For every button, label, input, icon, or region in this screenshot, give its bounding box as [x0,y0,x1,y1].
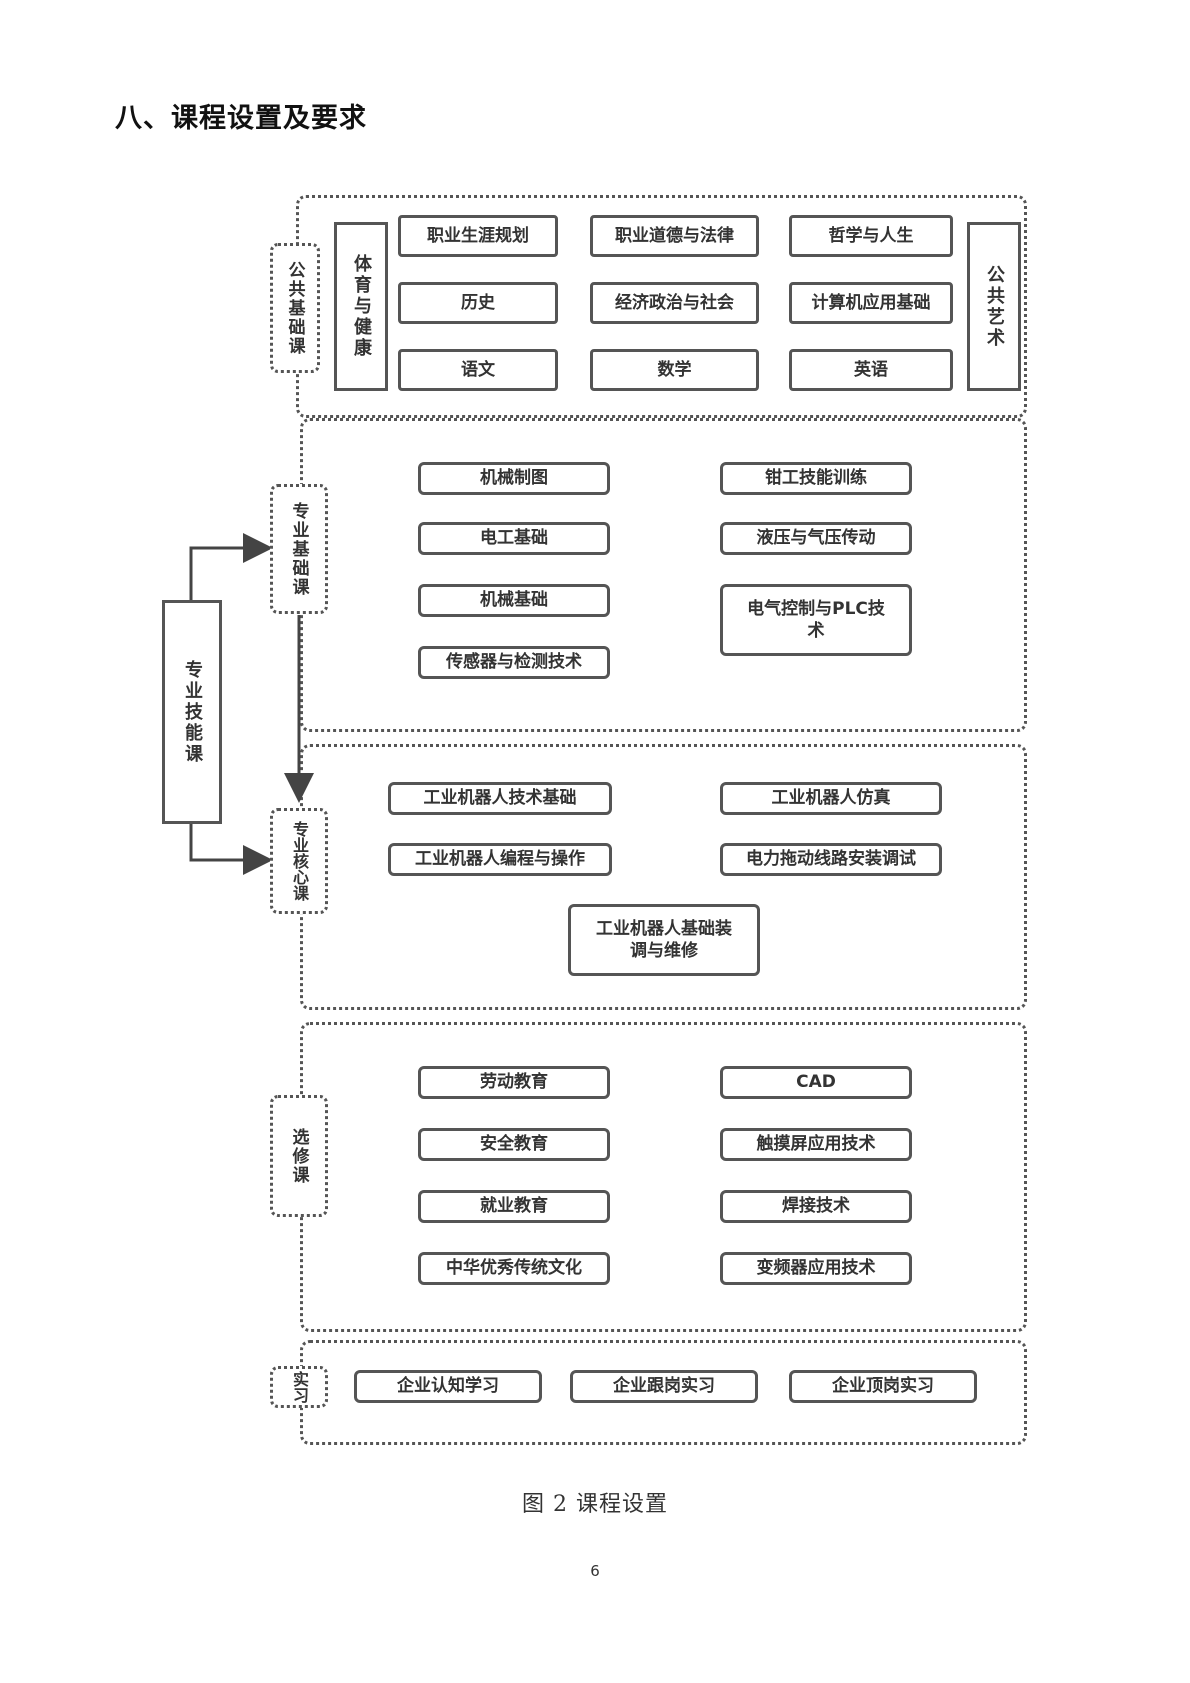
course-box: 电气控制与PLC技术 [720,584,912,656]
course-box: 企业认知学习 [354,1370,542,1403]
pe-course-box: 体育与健康 [334,222,388,391]
internship-label: 实习 [270,1366,328,1408]
course-box: 工业机器人编程与操作 [388,843,612,876]
course-box: 经济政治与社会 [590,282,759,324]
section-heading: 八、课程设置及要求 [115,103,367,134]
arrow-to-core [189,824,273,875]
art-course-box: 公共艺术 [967,222,1021,391]
course-box: 就业教育 [418,1190,610,1223]
course-box: 数学 [590,349,759,391]
course-box: 计算机应用基础 [789,282,953,324]
course-box: 液压与气压传动 [720,522,912,555]
core-course-label: 专业核心课 [270,808,328,914]
figure-caption: 图 2 课程设置 [522,1492,668,1517]
page-number: 6 [590,1562,600,1580]
course-box: 钳工技能训练 [720,462,912,495]
course-box: 中华优秀传统文化 [418,1252,610,1285]
course-box: 焊接技术 [720,1190,912,1223]
elective-course-label: 选修课 [270,1095,328,1217]
course-box: 劳动教育 [418,1066,610,1099]
arrow-to-basic [189,533,273,600]
course-box: 工业机器人基础装调与维修 [568,904,760,976]
course-box: 哲学与人生 [789,215,953,257]
course-box: 机械制图 [418,462,610,495]
course-box: 企业顶岗实习 [789,1370,977,1403]
course-box: 语文 [398,349,558,391]
course-box: CAD [720,1066,912,1099]
course-box: 变频器应用技术 [720,1252,912,1285]
course-box: 触摸屏应用技术 [720,1128,912,1161]
public-course-label: 公共基础课 [270,243,320,373]
course-box: 职业道德与法律 [590,215,759,257]
basic-course-label: 专业基础课 [270,484,328,614]
skill-course-box: 专业技能课 [162,600,222,824]
course-box: 英语 [789,349,953,391]
course-box: 企业跟岗实习 [570,1370,758,1403]
course-box: 传感器与检测技术 [418,646,610,679]
course-box: 职业生涯规划 [398,215,558,257]
course-box: 电工基础 [418,522,610,555]
course-box: 电力拖动线路安装调试 [720,843,942,876]
course-box: 安全教育 [418,1128,610,1161]
course-box: 工业机器人技术基础 [388,782,612,815]
course-box: 机械基础 [418,584,610,617]
course-box: 历史 [398,282,558,324]
course-box: 工业机器人仿真 [720,782,942,815]
